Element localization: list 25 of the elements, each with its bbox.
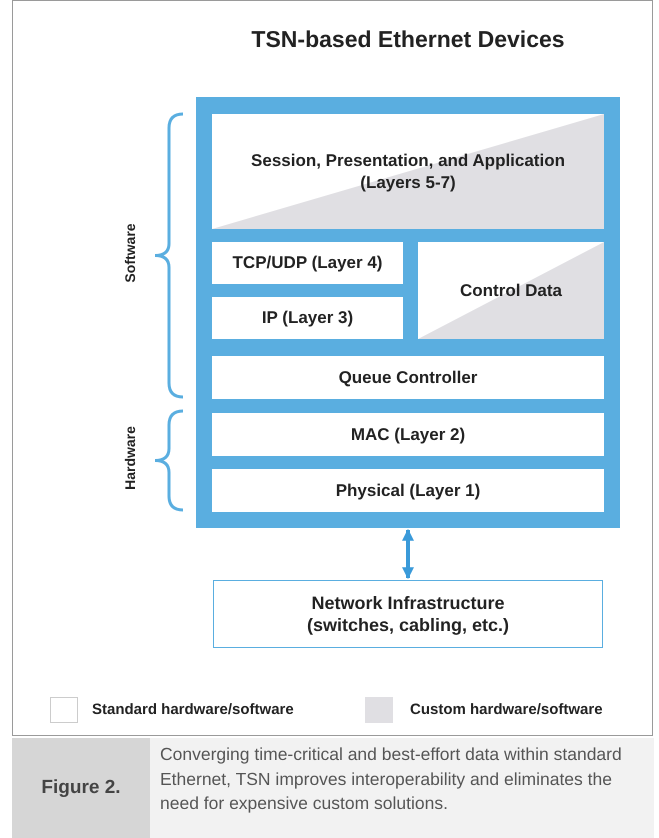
layer-label: IP (Layer 3) xyxy=(262,307,354,329)
legend-label: Custom hardware/software xyxy=(410,701,603,718)
diagram-title: TSN-based Ethernet Devices xyxy=(250,26,566,53)
layer-box xyxy=(418,242,604,339)
layer-box xyxy=(212,356,604,399)
layer-box xyxy=(212,297,403,339)
layer-label: Physical (Layer 1) xyxy=(336,480,480,502)
layer-label: Queue Controller xyxy=(338,366,478,388)
network-box xyxy=(213,580,603,648)
layer-box xyxy=(212,469,604,512)
layer-label: Session, Presentation, and Application (Layers 5-7) xyxy=(250,150,566,193)
figure-number: Figure 2. xyxy=(12,738,150,838)
side-label: Hardware xyxy=(122,425,138,492)
layer-label: Network Infrastructure (switches, cabling, etc.) xyxy=(306,592,510,636)
layer-label: MAC (Layer 2) xyxy=(350,424,466,446)
device-frame xyxy=(196,97,620,528)
side-label: Software xyxy=(122,222,138,285)
layer-box xyxy=(212,114,604,229)
legend-label: Standard hardware/software xyxy=(92,701,294,718)
layer-label: Control Data xyxy=(460,280,562,302)
layer-label: TCP/UDP (Layer 4) xyxy=(232,252,382,274)
double-arrow xyxy=(402,528,414,580)
layer-box xyxy=(212,413,604,456)
caption-text: Converging time-critical and best-effort data within standard Ethernet, TSN improves interoperability and eliminates the need for expensive custom solutions. xyxy=(160,743,623,815)
layer-box xyxy=(212,242,403,284)
